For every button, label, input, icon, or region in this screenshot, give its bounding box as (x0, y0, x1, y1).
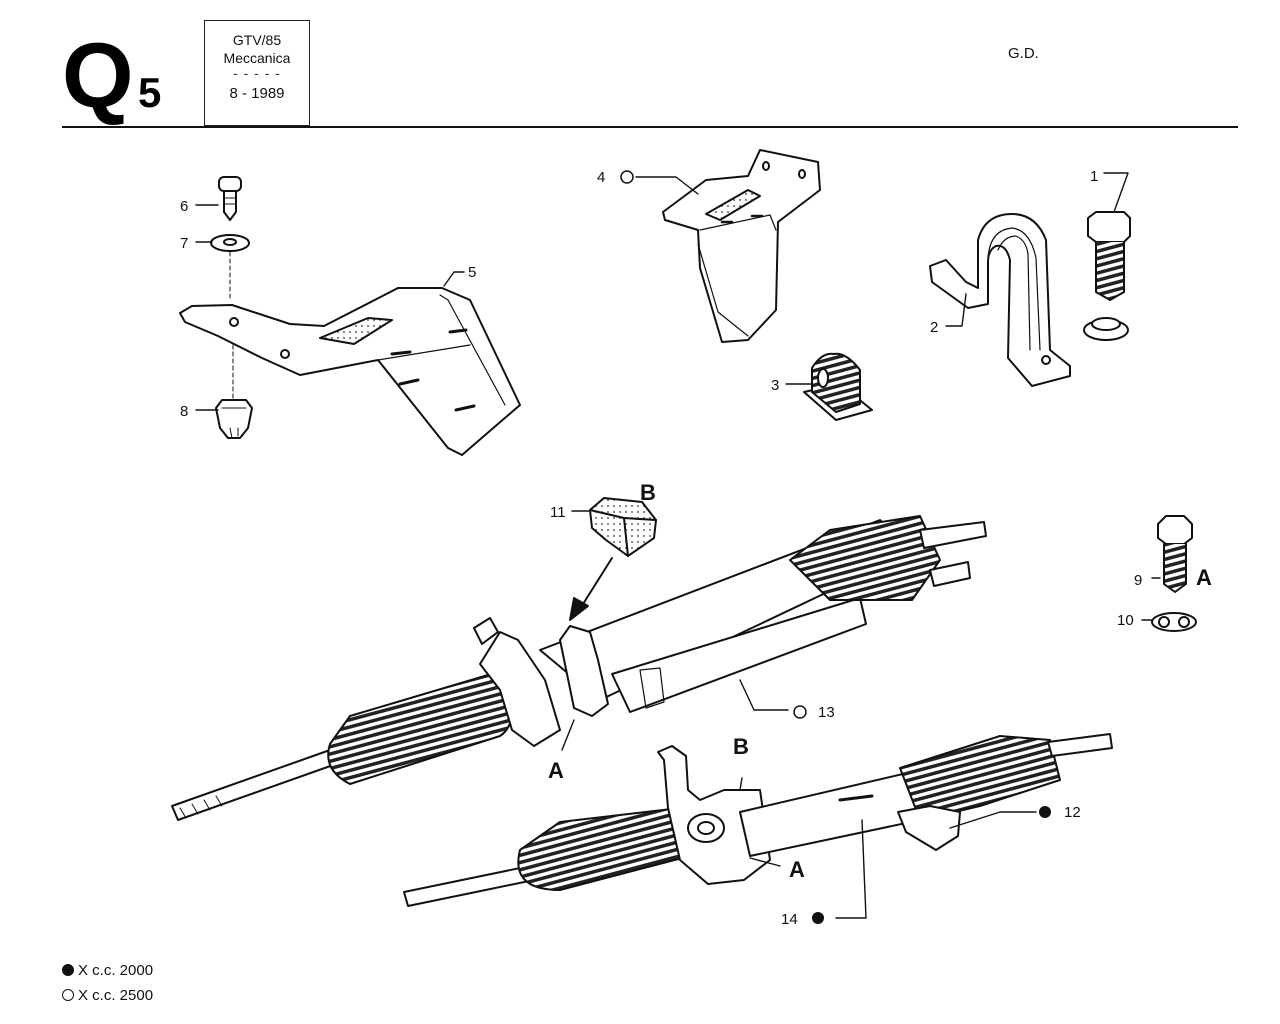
section-letter: Q (62, 25, 134, 127)
callout-14: 14 (781, 911, 798, 928)
marker-filled-14 (812, 912, 824, 924)
steering-rack-lower (403, 733, 1113, 907)
part-11-block (589, 497, 657, 557)
callout-5: 5 (468, 264, 476, 281)
part-3-bush (803, 352, 873, 421)
ref-letter-b-upper: B (640, 480, 656, 505)
callout-4: 4 (597, 169, 605, 186)
callout-7: 7 (180, 235, 188, 252)
part-6-screw (218, 176, 242, 221)
header-divider (62, 126, 1238, 128)
callout-10: 10 (1117, 612, 1134, 629)
marker-hollow-4 (620, 170, 634, 184)
ref-letter-b-lower: B (733, 734, 749, 759)
callout-12: 12 (1064, 804, 1081, 821)
part-8-insert (215, 399, 253, 439)
marker-filled-12 (1039, 806, 1051, 818)
ref-letter-a-upper: A (548, 758, 564, 783)
part-5-bracket (179, 287, 521, 456)
callout-13: 13 (818, 704, 835, 721)
part-2-clamp (929, 213, 1071, 387)
part-9-bolt (1157, 515, 1193, 593)
box-separator: - - - - - (233, 65, 281, 81)
model-category: Meccanica (223, 50, 291, 66)
legend-item-2000: X c.c. 2000 (62, 963, 153, 978)
callout-2: 2 (930, 319, 938, 336)
callout-6: 6 (180, 198, 188, 215)
steering-rack-upper (171, 515, 987, 821)
section-number: 5 (138, 69, 162, 116)
part-10-washer (1151, 612, 1197, 632)
marker-hollow-13 (793, 705, 807, 719)
callout-11: 11 (550, 504, 566, 521)
part-1-bolt (1083, 211, 1131, 341)
hollow-circle-icon (62, 989, 74, 1001)
ref-letter-a-bolt: A (1196, 565, 1212, 590)
part-7-washer (210, 234, 250, 252)
issue-date: 8 - 1989 (229, 85, 285, 102)
group-code: G.D. (1008, 45, 1039, 62)
callout-8: 8 (180, 403, 188, 420)
model-name: GTV/85 (232, 32, 282, 48)
leader-lines (195, 172, 1161, 919)
legend-label: X c.c. 2500 (78, 987, 154, 1004)
ref-letter-a-lower: A (789, 857, 805, 882)
legend-label: X c.c. 2000 (78, 962, 154, 979)
filled-circle-icon (62, 964, 74, 976)
callout-1: 1 (1090, 168, 1098, 185)
callout-9: 9 (1134, 572, 1142, 589)
callout-3: 3 (771, 377, 779, 394)
part-4-bracket (662, 149, 821, 343)
model-info-box: GTV/85 Meccanica - - - - - 8 - 1989 (204, 20, 310, 126)
legend-item-2500: X c.c. 2500 (62, 988, 153, 1003)
